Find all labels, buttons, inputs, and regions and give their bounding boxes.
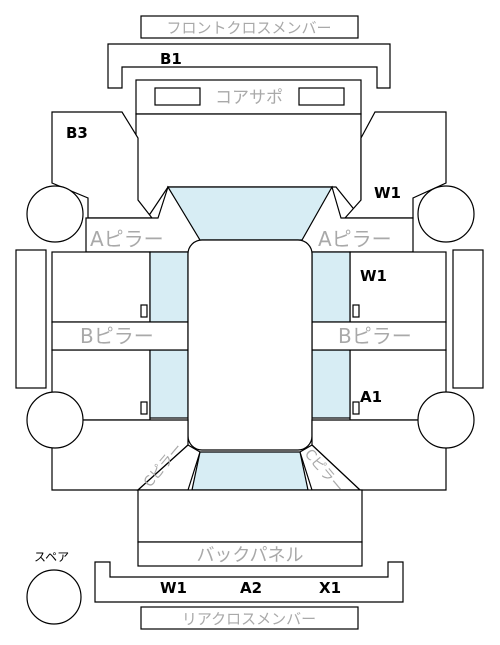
left-rear-door-handle — [140, 401, 148, 415]
front-cross-member-box — [140, 15, 359, 39]
rear-left-tire — [26, 391, 84, 449]
left-front-side-window — [149, 251, 189, 323]
spare-label: スペア — [34, 550, 69, 564]
right-front-door-code: W1 — [360, 267, 387, 285]
rear-member-code-2: A2 — [240, 579, 262, 597]
right-side-sill — [452, 249, 484, 389]
right-rear-door-code: A1 — [360, 388, 382, 406]
headlight-right — [298, 87, 345, 106]
right-fender-code: W1 — [374, 184, 401, 202]
right-front-door-handle — [352, 304, 360, 318]
core-support-label: コアサポ — [215, 88, 283, 108]
right-rear-side-window — [311, 349, 351, 419]
front-left-code: B3 — [66, 124, 88, 142]
left-front-door — [51, 251, 151, 323]
b-pillar-right-panel — [311, 321, 447, 351]
right-rear-door-handle — [352, 401, 360, 415]
left-front-door-handle — [140, 304, 148, 318]
back-panel-label: バックパネル — [196, 545, 303, 566]
left-side-sill — [15, 249, 47, 389]
b-pillar-left-label: Bピラー — [80, 324, 154, 348]
rear-member-code-3: X1 — [319, 579, 341, 597]
rear-window — [191, 451, 309, 491]
rear-member-code-1: W1 — [160, 579, 187, 597]
rear-cross-member-label: リアクロスメンバー — [182, 610, 316, 628]
a-pillar-left-label: Aピラー — [90, 227, 164, 251]
rear-cross-member-box — [140, 606, 359, 630]
left-rear-side-window — [149, 349, 189, 419]
front-left-tire — [26, 185, 84, 243]
a-pillar-right-label: Aピラー — [318, 227, 392, 251]
roof — [187, 239, 313, 451]
front-right-tire — [417, 185, 475, 243]
right-front-door — [349, 251, 447, 323]
front-member-bracket — [107, 43, 391, 89]
b-pillar-right-label: Bピラー — [338, 324, 412, 348]
trunk-lid — [137, 489, 363, 543]
spare-tire — [26, 569, 82, 625]
front-member-code: B1 — [160, 50, 182, 68]
rear-right-tire — [417, 391, 475, 449]
front-cross-member-label: フロントクロスメンバー — [166, 19, 331, 37]
headlight-left — [154, 87, 201, 106]
b-pillar-left-panel — [51, 321, 189, 351]
back-panel-box — [137, 541, 363, 567]
rear-member-bracket — [94, 561, 404, 603]
right-front-side-window — [311, 251, 351, 323]
